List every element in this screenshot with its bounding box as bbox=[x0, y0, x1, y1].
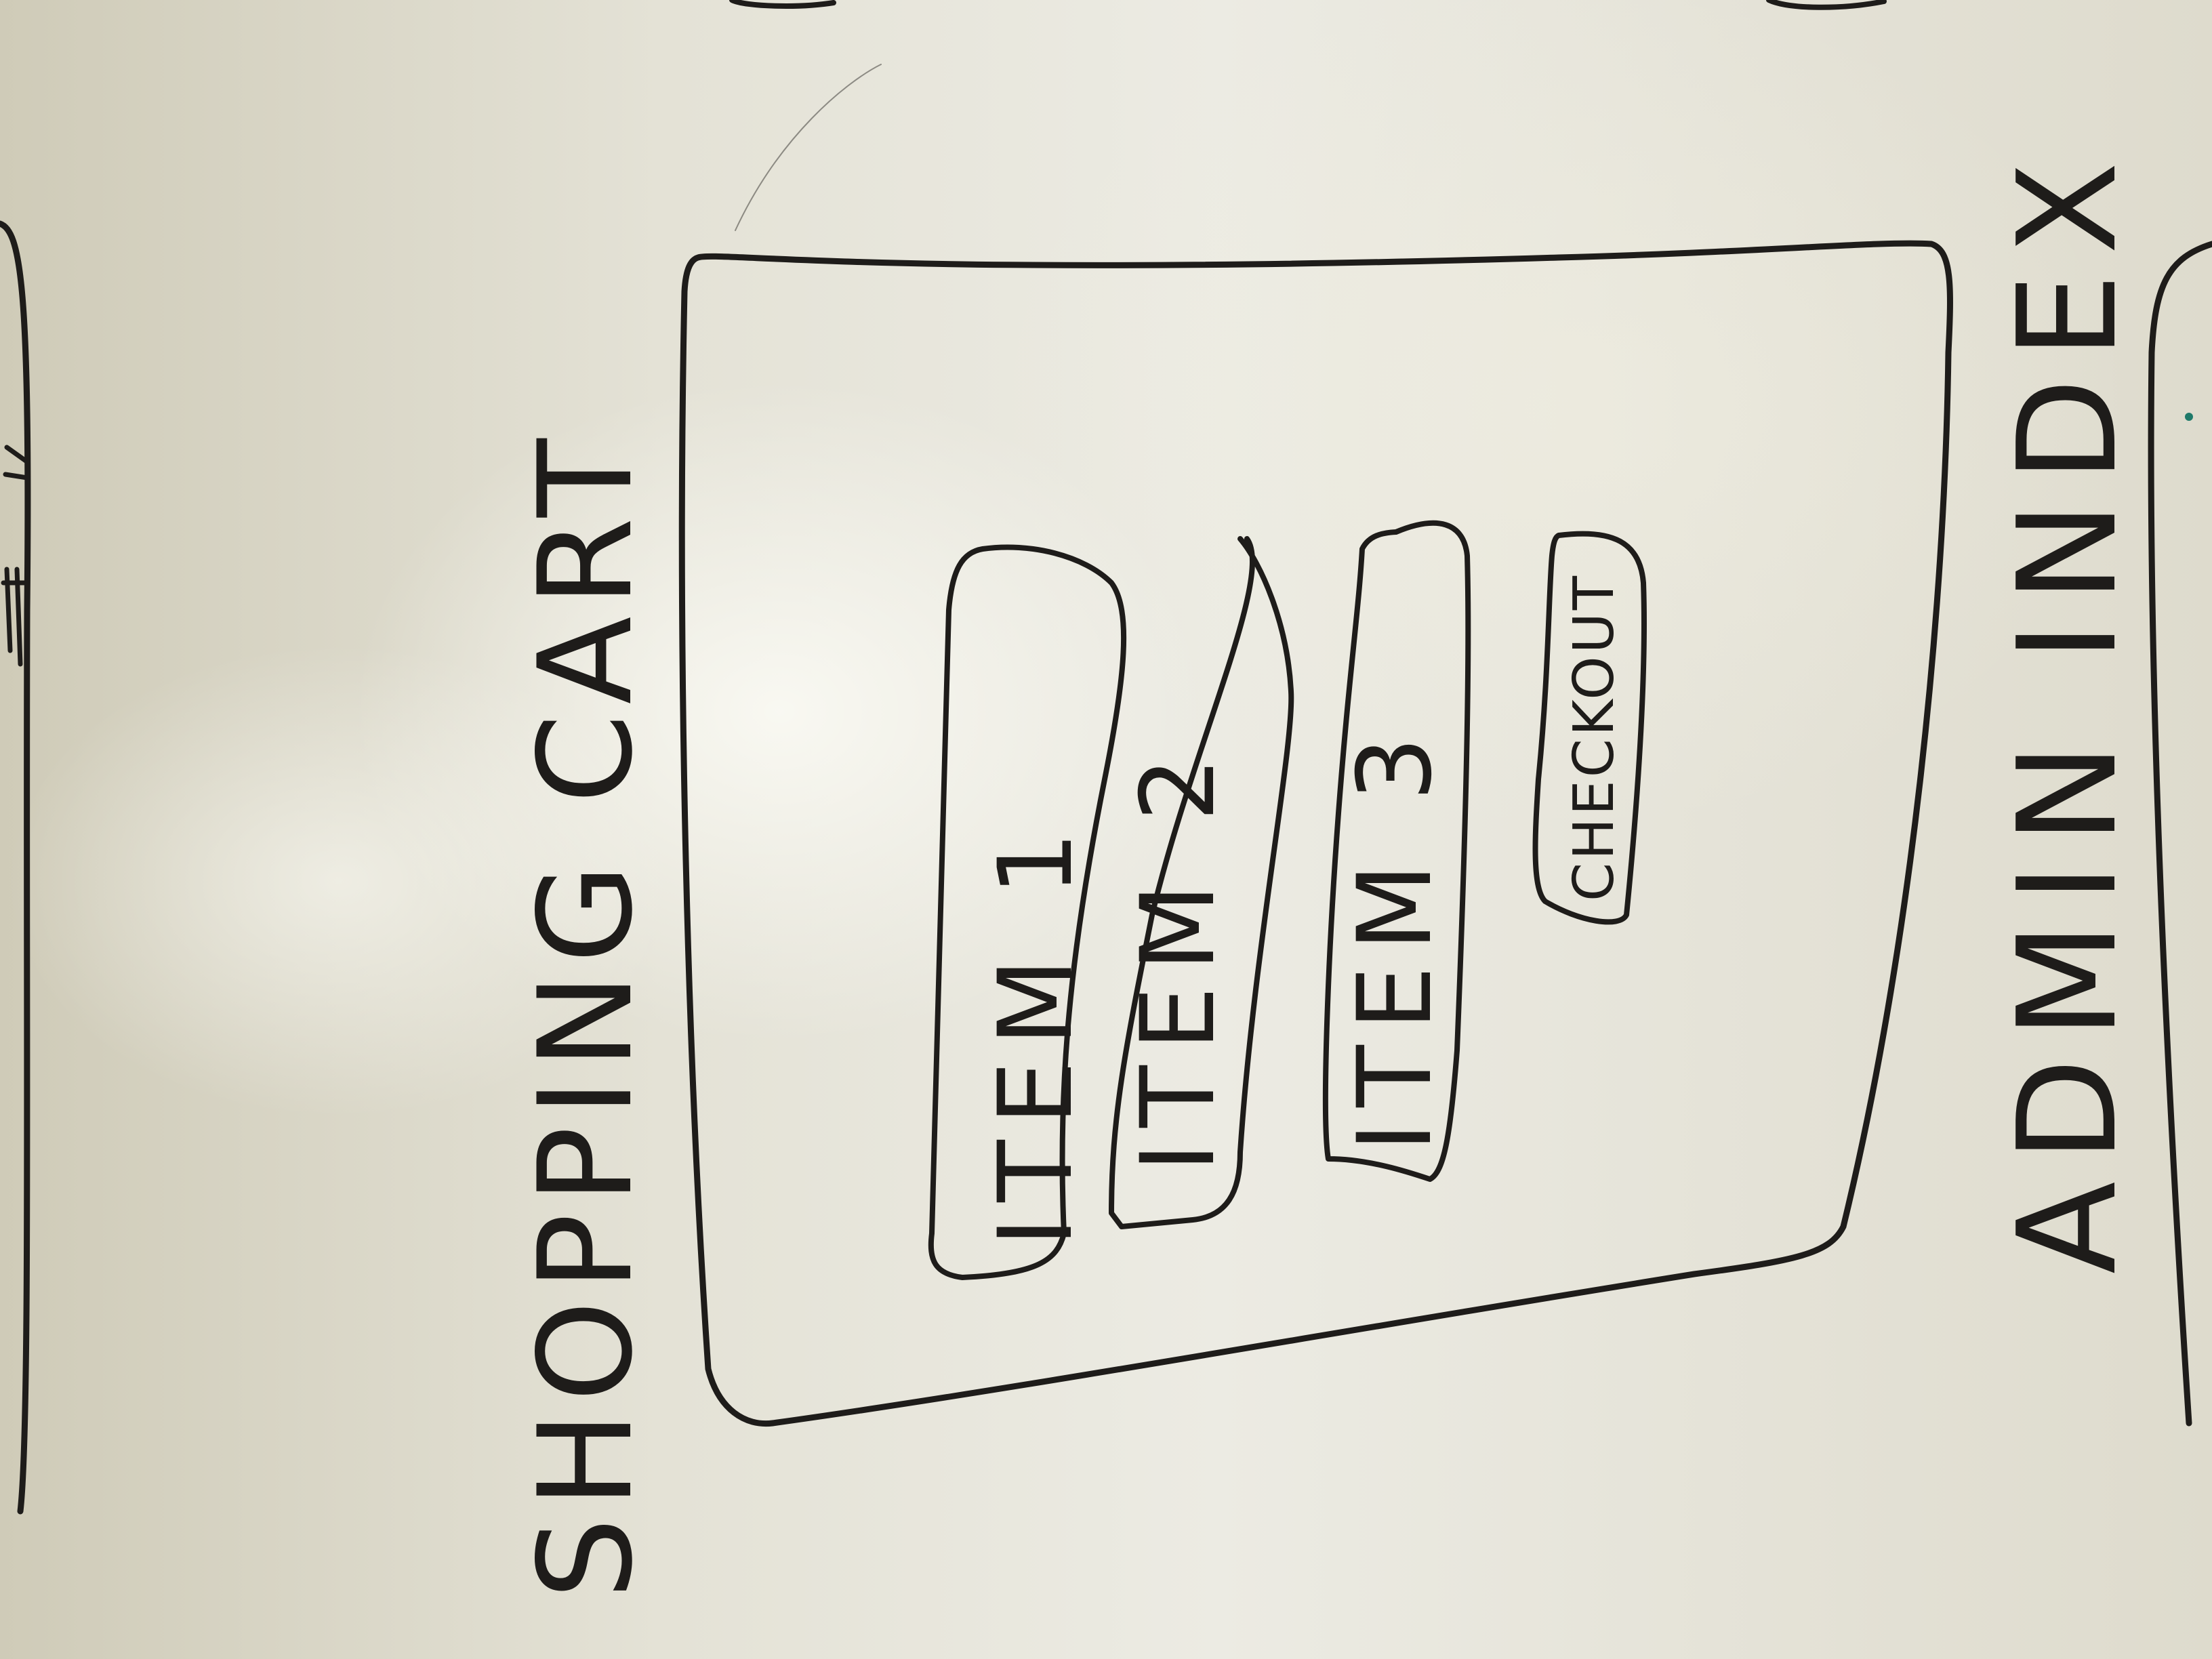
faint-arc-mark bbox=[735, 64, 882, 231]
previous-screen-outline bbox=[0, 220, 31, 1515]
top-shape-right bbox=[1766, 0, 1887, 10]
previous-screen-scribble bbox=[1, 445, 30, 667]
checkout-label: CHECKOUT bbox=[1562, 573, 1626, 901]
marker-dot bbox=[2185, 413, 2193, 421]
item-1-card[interactable] bbox=[928, 544, 1127, 1280]
item-1-label: ITEM 1 bbox=[977, 817, 1095, 1247]
item-3-label: ITEM 3 bbox=[1336, 722, 1454, 1152]
next-screen-title: ADMIN INDEX bbox=[1989, 142, 2147, 1274]
top-shape-left bbox=[729, 0, 836, 9]
checkout-button[interactable] bbox=[1532, 531, 1647, 925]
cart-screen-title: SHOPPING CART bbox=[511, 429, 661, 1599]
cart-screen-frame bbox=[678, 240, 1953, 1427]
next-screen-outline bbox=[2148, 241, 2212, 1427]
item-3-card[interactable] bbox=[1322, 520, 1471, 1182]
item-2-label: ITEM 2 bbox=[1120, 742, 1237, 1172]
item-2-card[interactable] bbox=[1109, 536, 1294, 1229]
